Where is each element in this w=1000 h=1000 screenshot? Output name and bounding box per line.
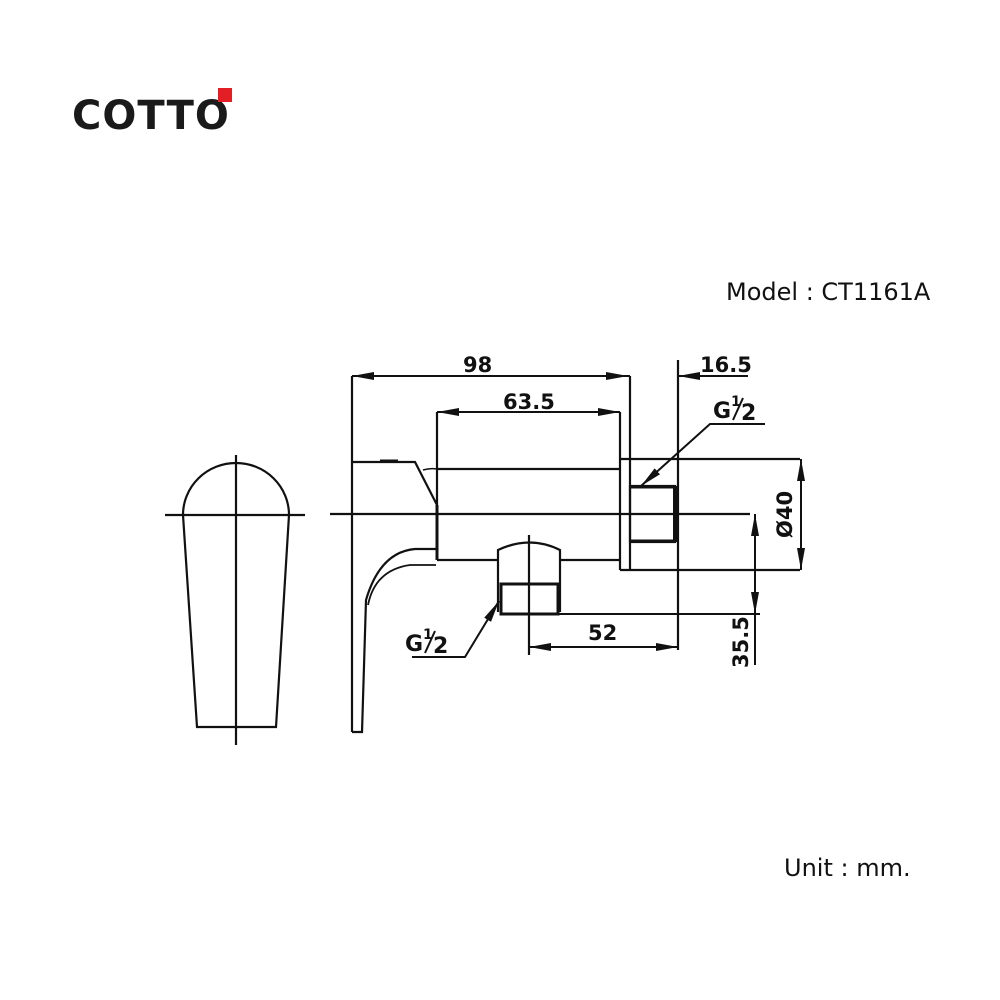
svg-text:G: G <box>405 632 423 657</box>
svg-text:1: 1 <box>731 394 741 410</box>
unit-label: Unit : mm. <box>784 854 911 882</box>
front-handle-view <box>165 455 305 745</box>
svg-text:2: 2 <box>433 634 448 659</box>
brand-name: COTTO <box>72 93 230 139</box>
thread-bottom-leader <box>412 600 500 658</box>
model-label: Model : CT1161A <box>726 278 931 306</box>
thread-label-bottom: G 1 2 <box>405 627 448 659</box>
brand-red-square <box>218 88 232 102</box>
handle-taper-body <box>181 514 291 729</box>
dim-98-text: 98 <box>463 353 492 377</box>
dim-52-text: 52 <box>588 621 617 645</box>
svg-text:2: 2 <box>741 401 756 426</box>
svg-text:1: 1 <box>423 627 433 643</box>
lever-curve-outer <box>352 547 437 734</box>
lever-top <box>352 460 438 506</box>
thread-top-leader <box>640 423 765 487</box>
dim-63-5-text: 63.5 <box>503 390 555 414</box>
side-view <box>330 360 800 734</box>
handle-top-arc <box>181 461 291 516</box>
thread-label-top: G 1 2 <box>713 394 756 426</box>
svg-text:G: G <box>713 399 731 424</box>
dim-35-5-text: 35.5 <box>729 616 753 668</box>
dimension-lines <box>352 372 805 665</box>
dim-40-text: Ø40 <box>773 491 797 538</box>
dim-16-5-text: 16.5 <box>700 353 752 377</box>
